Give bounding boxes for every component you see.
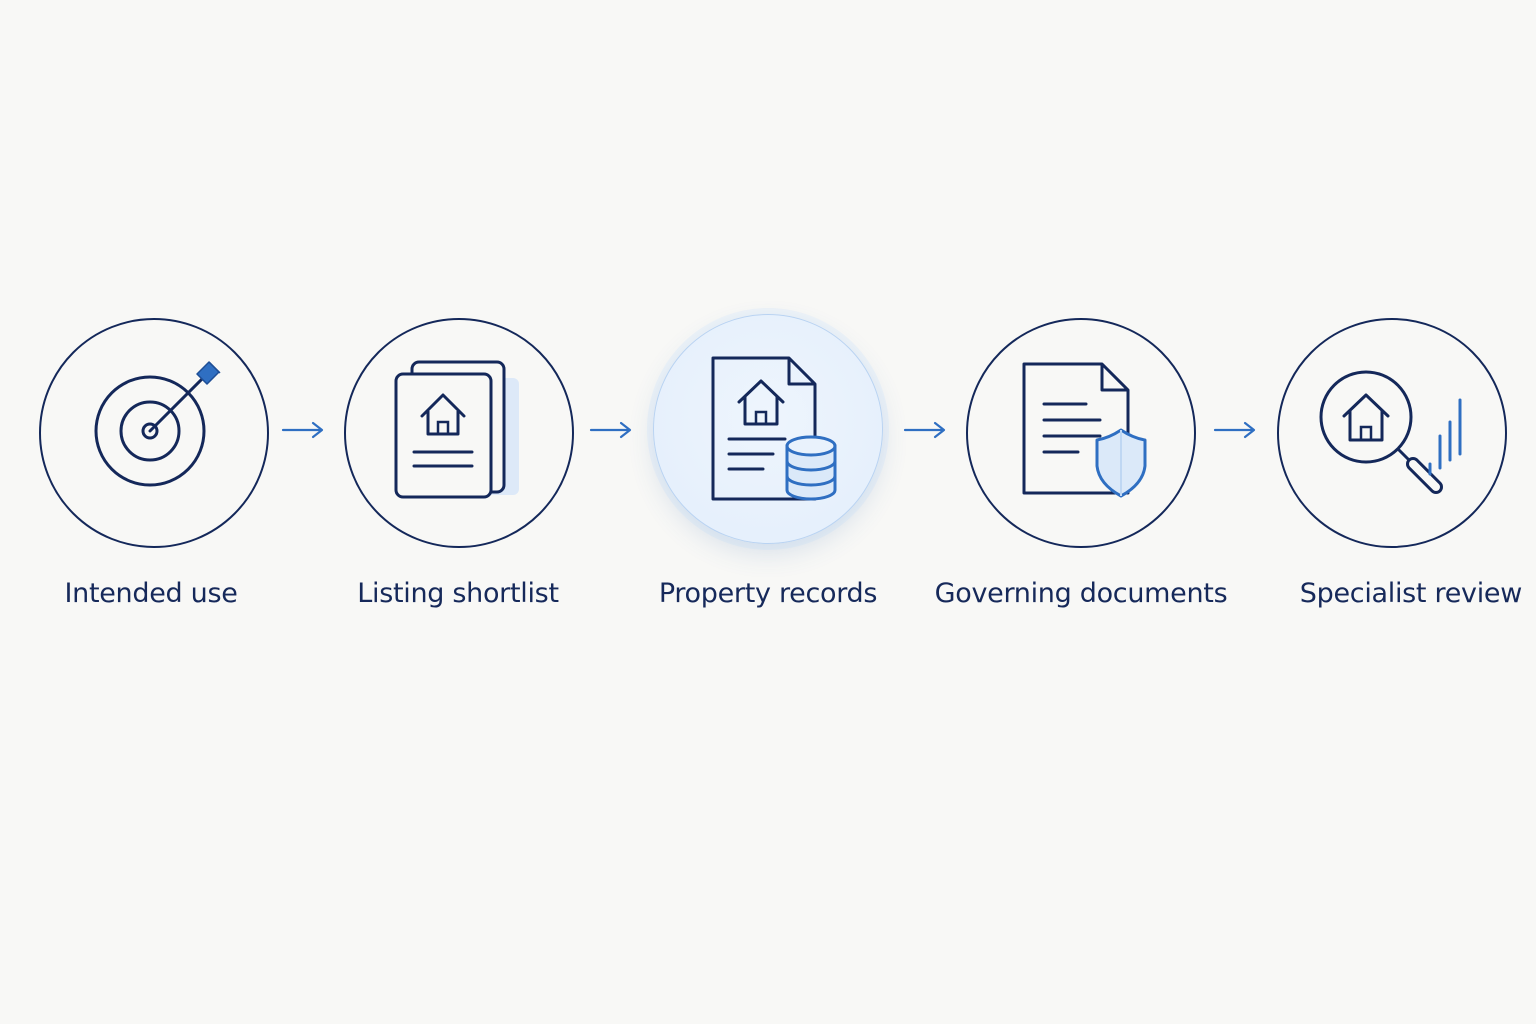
step-circle [39, 318, 269, 548]
house-magnifier-icon [1319, 370, 1462, 494]
step-label-intended-use: Intended use [64, 578, 238, 609]
step-governing-documents [966, 318, 1196, 548]
step-specialist-review [1277, 318, 1507, 548]
arrow-right-icon [1213, 421, 1256, 439]
step-label-listing-shortlist: Listing shortlist [357, 578, 559, 609]
step-label-specialist-review: Specialist review [1299, 578, 1523, 609]
arrow-right-icon [589, 421, 632, 439]
step-intended-use [39, 318, 269, 548]
document-database-icon [711, 356, 837, 501]
step-label-governing-documents: Governing documents [934, 578, 1228, 609]
step-circle [1277, 318, 1507, 548]
stacked-listings-icon [394, 360, 519, 499]
arrow-right-icon [903, 421, 946, 439]
step-property-records [653, 314, 883, 544]
step-label-property-records: Property records [658, 578, 878, 609]
document-shield-icon [1022, 362, 1147, 498]
step-circle-active [653, 314, 883, 544]
arrow-right-icon [281, 421, 324, 439]
target-arrow-icon [94, 361, 221, 487]
step-circle [966, 318, 1196, 548]
step-listing-shortlist [344, 318, 574, 548]
